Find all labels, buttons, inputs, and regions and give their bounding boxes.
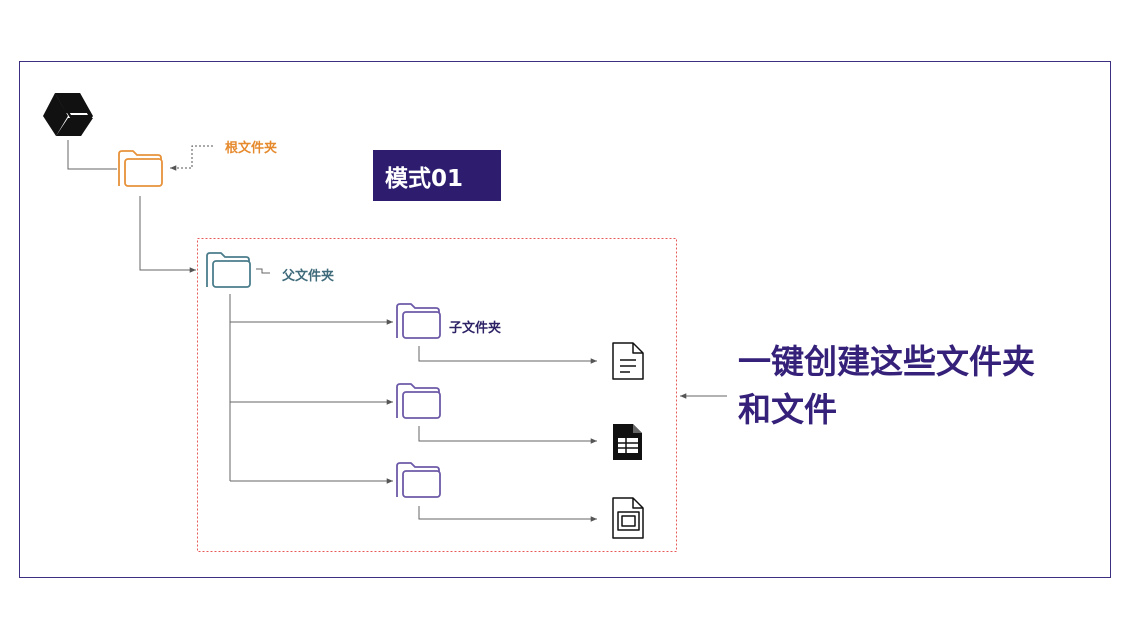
connector-child3-slides xyxy=(418,506,597,522)
headline-line-1: 一键创建这些文件夹 xyxy=(738,342,1035,381)
child-folder-icon-1 xyxy=(396,303,441,339)
parent-folder-label: 父文件夹 xyxy=(282,269,335,284)
headline-line-2: 和文件 xyxy=(738,390,837,429)
diagram-frame xyxy=(19,61,1111,578)
child-folder-icon-2 xyxy=(396,383,441,419)
slides-icon xyxy=(612,497,644,539)
root-folder-label: 根文件夹 xyxy=(225,141,278,156)
connector-child2-sheet xyxy=(418,426,597,444)
connector-child1-doc xyxy=(418,346,597,364)
child-folder-icon-3 xyxy=(396,462,441,498)
parent-pointer xyxy=(256,268,270,274)
spreadsheet-icon xyxy=(613,424,642,460)
created-items-box xyxy=(197,238,677,552)
connector-root-parent xyxy=(139,196,196,273)
root-pointer xyxy=(170,145,213,171)
google-drive-icon xyxy=(43,93,93,136)
connector-drive-root xyxy=(67,140,117,170)
child-folder-label: 子文件夹 xyxy=(449,321,502,336)
parent-folder-icon xyxy=(206,252,251,288)
document-icon xyxy=(612,342,644,380)
headline: 一键创建这些文件夹 和文件 xyxy=(738,338,1098,434)
root-folder-icon xyxy=(118,150,163,187)
mode-badge: 模式01 xyxy=(373,150,501,201)
